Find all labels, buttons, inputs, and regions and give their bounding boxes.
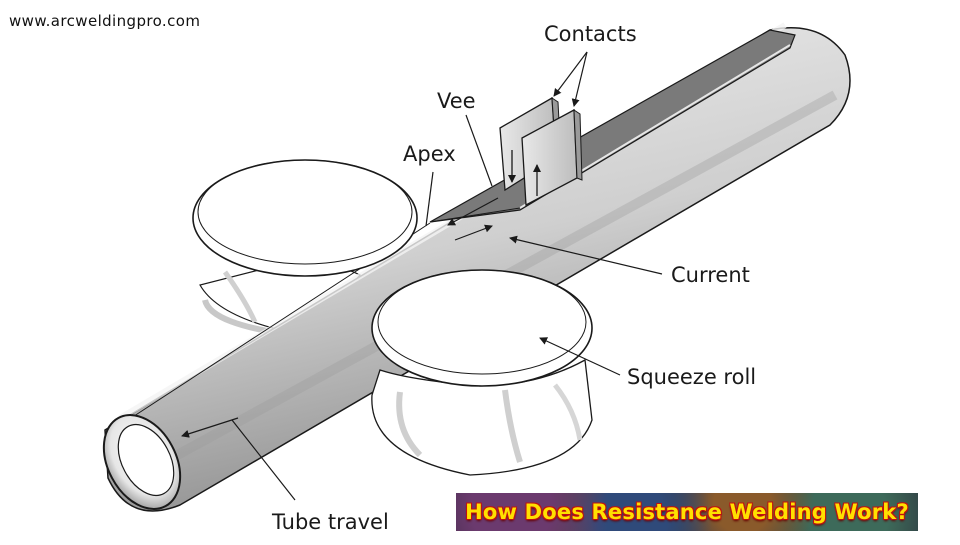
label-apex: Apex (403, 142, 456, 166)
label-squeeze-roll: Squeeze roll (627, 365, 757, 389)
leader-lines (231, 51, 663, 501)
title-banner: How Does Resistance Welding Work? (456, 493, 918, 531)
label-contacts: Contacts (544, 22, 637, 46)
label-current: Current (671, 263, 750, 287)
current-path (181, 197, 499, 438)
label-vee: Vee (437, 89, 476, 113)
front-squeeze-roll (371, 269, 593, 387)
banner-title: How Does Resistance Welding Work? (465, 500, 909, 524)
back-squeeze-roll (192, 159, 418, 277)
label-tube-travel: Tube travel (272, 510, 389, 534)
contacts (499, 96, 583, 207)
watermark-url: www.arcweldingpro.com (9, 12, 201, 30)
